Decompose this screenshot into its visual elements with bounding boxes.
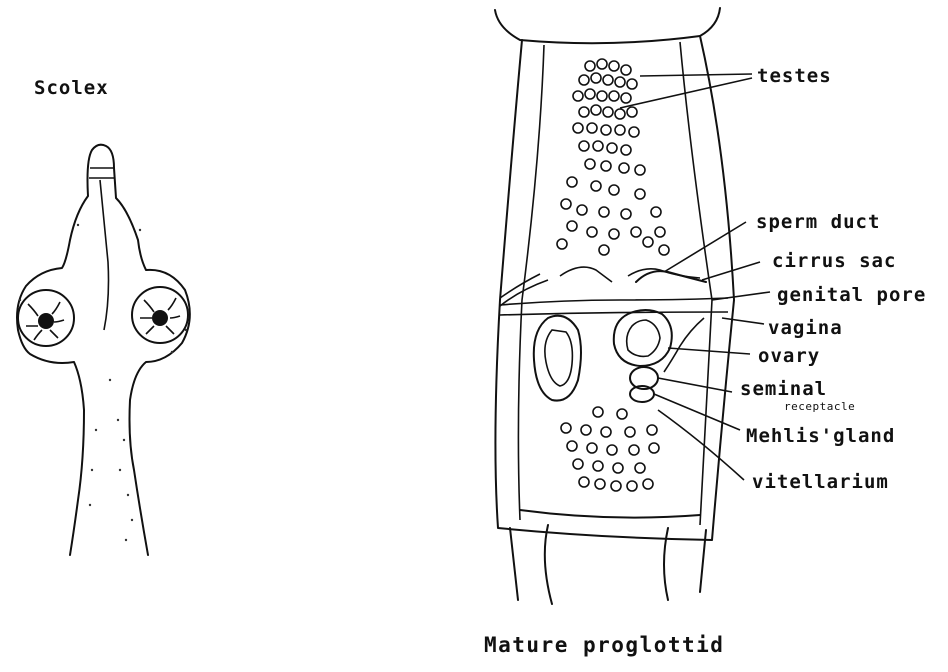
left-lobe-inner: [545, 330, 573, 386]
vitellarium-cluster: [561, 407, 659, 491]
label-cirrus-sac: cirrus sac: [772, 250, 896, 272]
scolex-title: Scolex: [34, 77, 109, 99]
transverse-canal: [500, 298, 728, 315]
label-receptacle: receptacle: [784, 400, 855, 413]
proglottid-title: Mature proglottid: [484, 633, 724, 657]
ovary-inner: [627, 320, 660, 356]
proglottid-figure: [495, 8, 770, 604]
rostellum-bands: [89, 168, 115, 178]
label-ovary: ovary: [758, 345, 820, 367]
posterior-junction: [510, 510, 706, 604]
left-lobe: [534, 316, 581, 401]
label-vagina: vagina: [768, 317, 843, 339]
label-vitellarium: vitellarium: [752, 471, 889, 493]
right-sucker-center: [152, 310, 168, 326]
scolex-outline: [17, 145, 190, 555]
label-sperm-duct: sperm duct: [756, 211, 880, 233]
left-sucker-center: [38, 313, 54, 329]
ovary: [614, 310, 672, 366]
testes-cluster: [557, 59, 669, 255]
anterior-stub: [495, 8, 720, 43]
label-testes: testes: [757, 65, 832, 87]
label-mehlis-gland: Mehlis'gland: [746, 425, 895, 447]
scolex-furrow: [100, 180, 109, 330]
label-genital-pore: genital pore: [777, 284, 926, 306]
scolex-figure: [17, 145, 190, 555]
label-seminal: seminal: [740, 378, 827, 400]
cirrus-sac: [636, 271, 706, 282]
inner-right-line: [680, 42, 712, 525]
